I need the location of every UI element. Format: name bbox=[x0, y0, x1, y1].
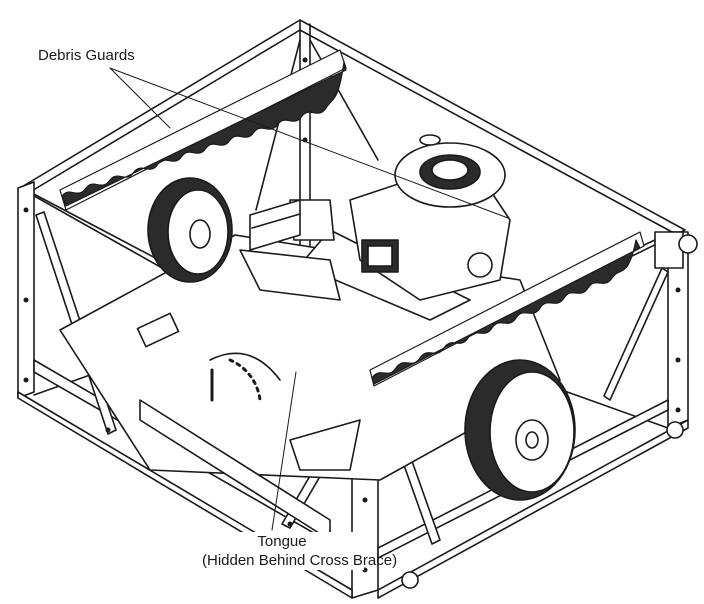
right-rear-wheel bbox=[464, 359, 576, 501]
leader-lines bbox=[109, 67, 509, 531]
engine bbox=[249, 134, 511, 301]
tongue-label-note: (Hidden Behind Cross Brace) bbox=[202, 552, 398, 569]
tongue-label-title: Tongue bbox=[257, 533, 307, 550]
left-rear-wheel bbox=[147, 177, 233, 283]
debris-guards-label: Debris Guards bbox=[36, 46, 137, 65]
leader-debris-guard-right bbox=[109, 67, 509, 219]
leader-debris-guard-left bbox=[109, 67, 171, 129]
debris-guard-left bbox=[59, 49, 347, 211]
leader-tongue bbox=[271, 371, 297, 531]
debris-guard-right bbox=[369, 231, 645, 387]
tongue-label: Tongue (Hidden Behind Cross Brace) bbox=[200, 532, 398, 570]
